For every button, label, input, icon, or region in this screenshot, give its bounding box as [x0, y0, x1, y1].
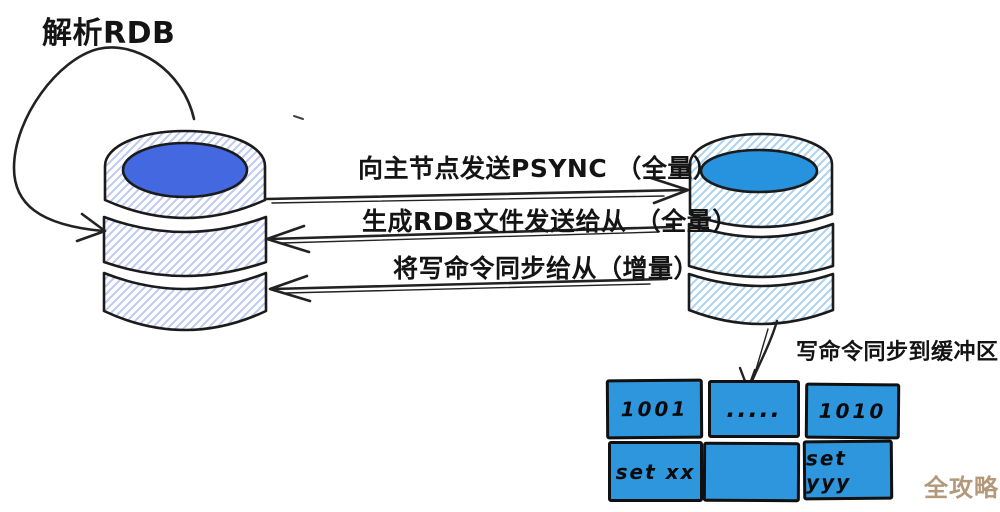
buffer-sync-arrow [738, 319, 779, 391]
psync-request-arrow [264, 176, 690, 205]
buffer-note-label: 写命令同步到缓冲区 [796, 340, 999, 365]
slave-database-icon [102, 129, 268, 332]
buffer-cell: set xx [608, 441, 703, 502]
master-db-top-ellipse [699, 148, 819, 194]
buffer-cell [702, 441, 801, 503]
slave-db-top-ellipse [121, 141, 249, 199]
right-arrowhead-icon [649, 176, 690, 205]
rdb-transfer-label: 生成RDB文件发送给从 （全量） [362, 207, 738, 236]
buffer-cell: 1010 [804, 382, 901, 440]
buffer-cell: set yyy [802, 439, 894, 501]
parse-rdb-label: 解析RDB [42, 16, 176, 51]
rdb-transfer-arrow [265, 224, 675, 254]
buffer-cell: 1001 [605, 378, 704, 440]
incremental-sync-arrow [268, 274, 669, 303]
master-db-bottom-band [687, 272, 835, 326]
watermark: 全攻略 [924, 474, 999, 502]
stray-pen-mark [293, 115, 304, 120]
buffer-cell: ..... [708, 380, 800, 438]
parse-rdb-loop-arrow [12, 46, 196, 243]
slave-db-middle-band [102, 215, 268, 278]
psync-request-label: 向主节点发送PSYNC （全量） [358, 154, 719, 183]
incremental-sync-label: 将写命令同步给从（增量） [393, 254, 700, 283]
left-arrowhead-icon [265, 224, 311, 254]
left-arrowhead-icon [268, 274, 312, 303]
parse-rdb-arrowhead-icon [75, 212, 107, 243]
master-db-middle-band [687, 222, 835, 279]
slave-db-bottom-band [102, 271, 268, 332]
master-database-icon [687, 132, 835, 326]
